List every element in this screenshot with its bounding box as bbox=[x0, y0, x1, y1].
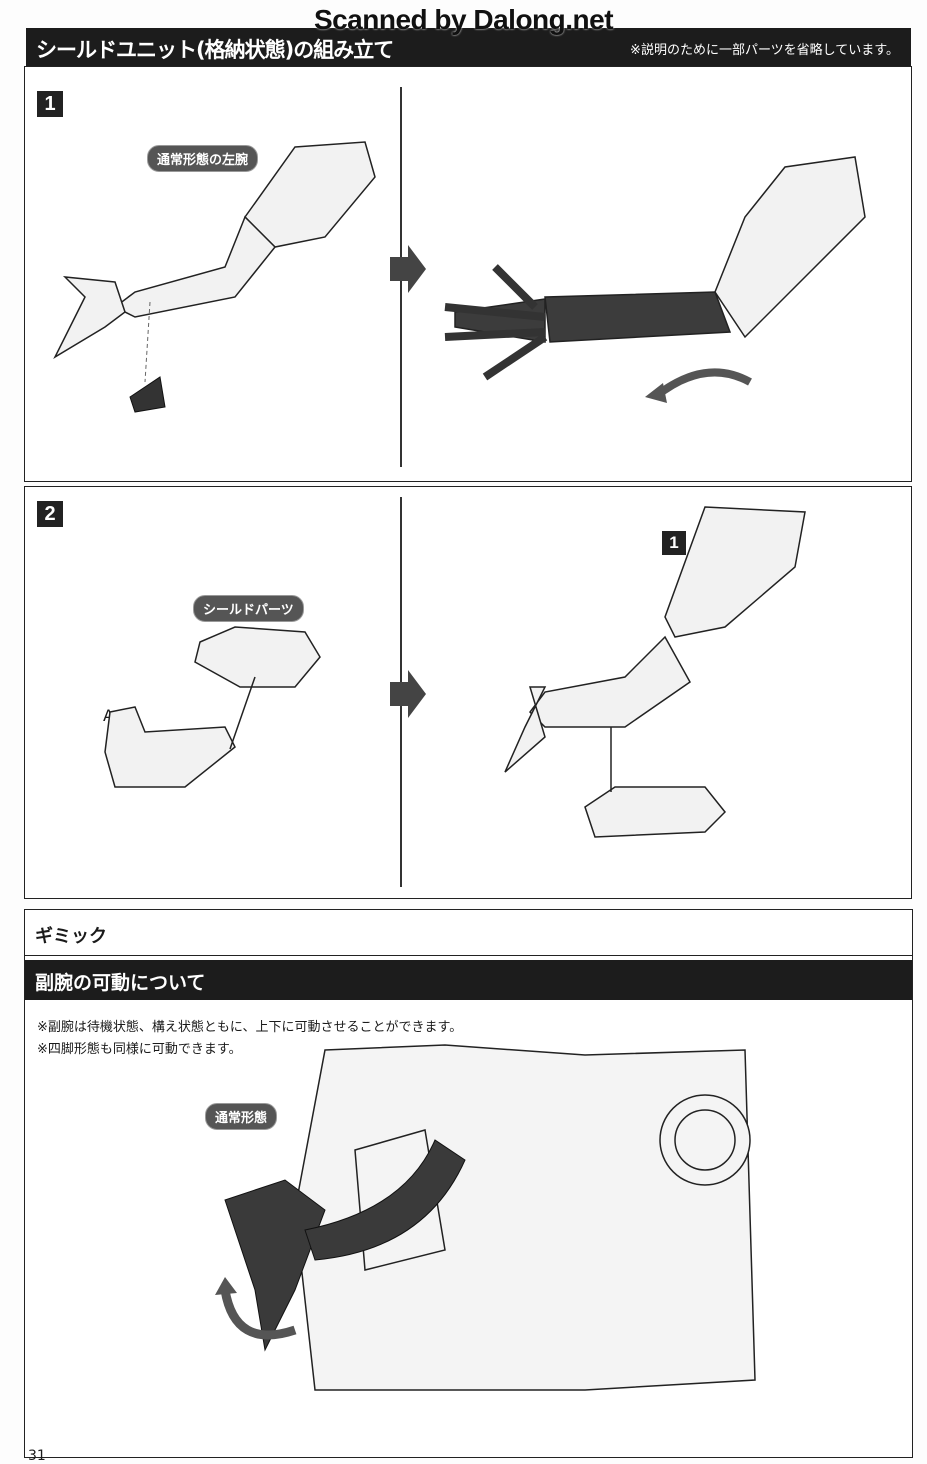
page-number: 31 bbox=[28, 1448, 46, 1464]
part-letter: A bbox=[103, 706, 114, 725]
ref-step-number: 1 bbox=[662, 531, 686, 555]
step-number: 2 bbox=[37, 501, 63, 527]
gimmick-note-2: ※四脚形態も同様に可動できます。 bbox=[37, 1042, 242, 1057]
section-header: シールドユニット(格納状態)の組み立て ※説明のために一部パーツを省略しています… bbox=[26, 28, 911, 67]
arm-illustration bbox=[53, 141, 866, 413]
section-note: ※説明のために一部パーツを省略しています。 bbox=[630, 43, 899, 58]
arrow-right-icon bbox=[390, 670, 426, 718]
part-label: シールドパーツ bbox=[193, 595, 304, 622]
gimmick-section: ギミック 副腕の可動について ※副腕は待機状態、構え状態ともに、上下に可動させる… bbox=[24, 909, 913, 1458]
step-1-panel: 1 通常形態の左腕 bbox=[24, 66, 912, 482]
sub-arm-illustration bbox=[215, 1044, 756, 1391]
divider bbox=[25, 955, 912, 956]
gimmick-title-bar: 副腕の可動について bbox=[25, 960, 912, 1000]
rotate-arrow-icon bbox=[645, 383, 667, 403]
watermark: Scanned by Dalong.net bbox=[313, 4, 614, 35]
gimmick-note-1: ※副腕は待機状態、構え状態ともに、上下に可動させることができます。 bbox=[37, 1020, 463, 1035]
rotate-arrow-icon bbox=[215, 1277, 237, 1295]
arrow-right-icon bbox=[390, 245, 426, 293]
gimmick-label: ギミック bbox=[35, 926, 107, 947]
step-2-panel: 2 シールドパーツ A 19 1 bbox=[24, 486, 912, 899]
part-label: 通常形態の左腕 bbox=[147, 145, 259, 172]
gimmick-title: 副腕の可動について bbox=[35, 972, 206, 994]
section-title: シールドユニット(格納状態)の組み立て bbox=[36, 38, 394, 62]
step-number: 1 bbox=[37, 91, 63, 117]
shield-illustration bbox=[104, 506, 806, 838]
form-label: 通常形態 bbox=[205, 1103, 278, 1130]
